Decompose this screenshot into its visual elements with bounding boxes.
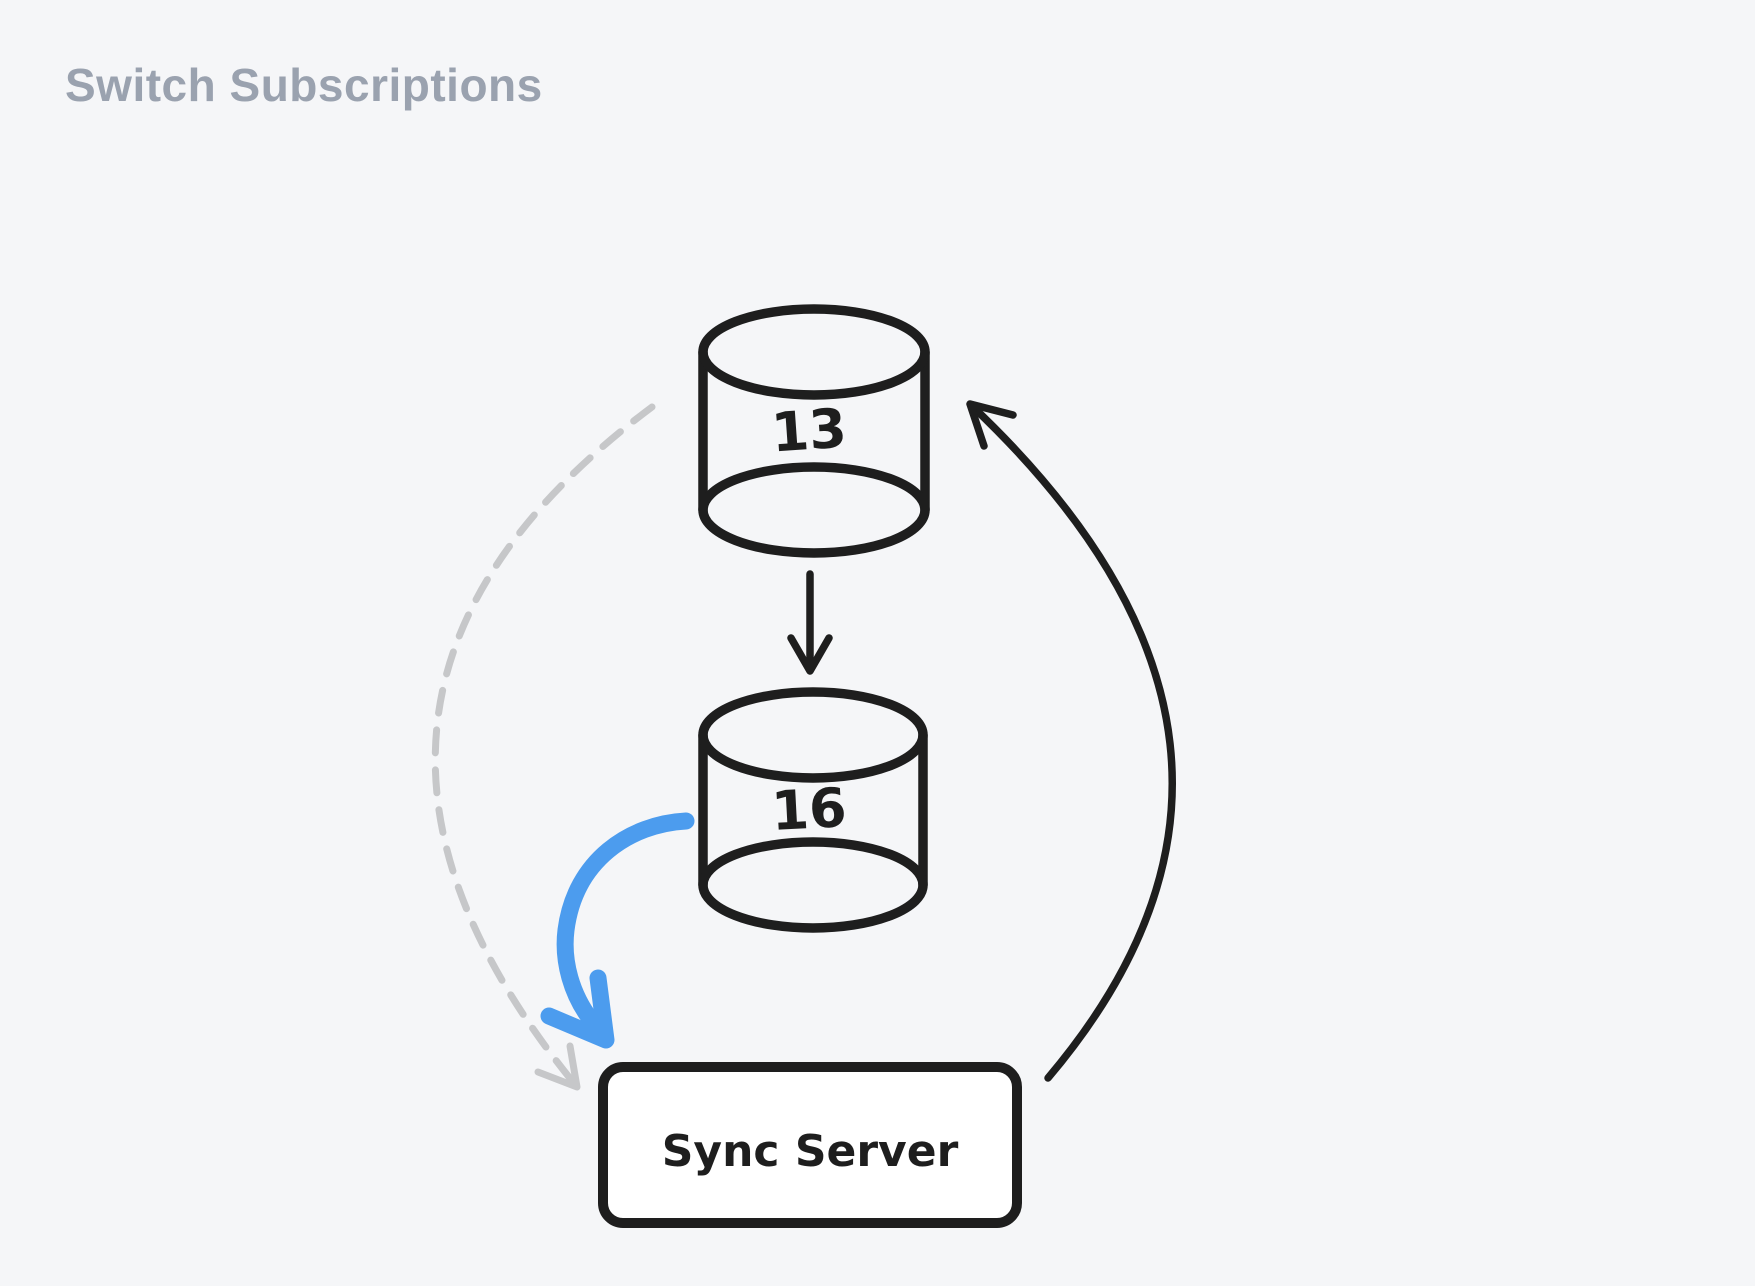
cylinder-bottom-ellipse bbox=[698, 837, 928, 933]
database-node-13: 13 bbox=[698, 304, 930, 558]
cylinder-top-ellipse bbox=[698, 304, 930, 400]
db-16-label: 16 bbox=[770, 776, 848, 843]
page-title: Switch Subscriptions bbox=[65, 59, 543, 111]
down-arrowhead-icon bbox=[787, 634, 833, 675]
sync-server-node: Sync Server bbox=[598, 1062, 1022, 1228]
db-13-label: 13 bbox=[769, 396, 848, 464]
blue-arrow-16-to-sync bbox=[540, 812, 695, 1049]
sync-server-label: Sync Server bbox=[662, 1126, 959, 1177]
cylinder-bottom-ellipse bbox=[698, 462, 930, 558]
cylinder-body bbox=[698, 730, 928, 890]
blue-arrowhead-icon bbox=[540, 969, 615, 1049]
database-node-16: 16 bbox=[698, 687, 928, 933]
sync-server-box bbox=[598, 1062, 1022, 1228]
black-arrow-sync-to-13 bbox=[966, 400, 1176, 1082]
curved-arrow-path bbox=[968, 402, 1176, 1082]
cylinder-body bbox=[698, 347, 930, 515]
curved-arrowhead-icon bbox=[966, 400, 1017, 450]
cylinder-top-ellipse bbox=[698, 687, 928, 783]
dashed-arrowhead-icon bbox=[534, 1042, 581, 1091]
dashed-arrow-path bbox=[431, 403, 656, 1091]
dashed-arrow-13-to-sync bbox=[431, 403, 656, 1091]
arrow-13-to-16 bbox=[787, 570, 833, 675]
blue-arrow-path bbox=[556, 812, 695, 1029]
